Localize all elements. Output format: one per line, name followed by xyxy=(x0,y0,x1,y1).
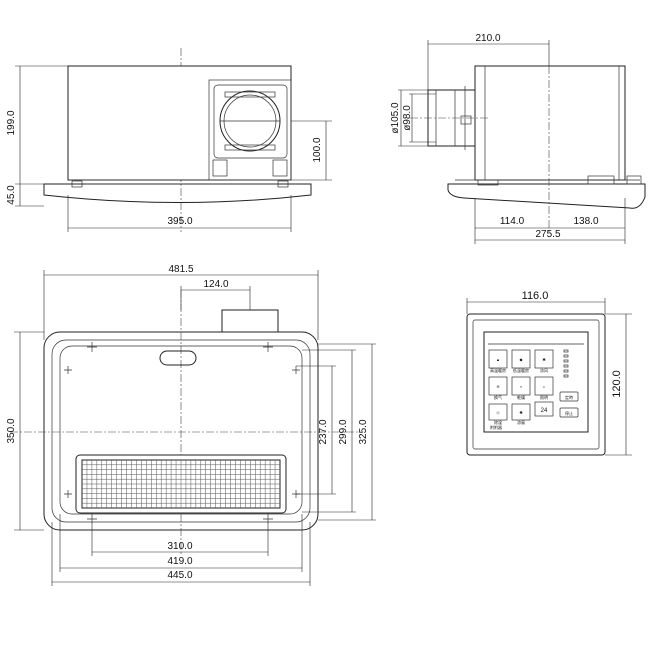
panel-button-4[interactable]: ≋ 换气 xyxy=(488,376,508,400)
stop-button[interactable]: 停止 xyxy=(559,407,579,418)
side-frame xyxy=(447,183,646,209)
control-panel-view: 116.0 120.0 ▲ 高温暖房 ◆ 低温暖房 ✱ 凉风 xyxy=(466,290,632,456)
dim-bottom-350: 350.0 xyxy=(6,418,17,443)
panel-button-4-label: 换气 xyxy=(494,394,502,400)
panel-button-8-label: 涼風 xyxy=(517,419,525,425)
panel-button-7-label: 除湿 xyxy=(494,419,502,425)
breeze-icon: ✺ xyxy=(519,410,523,415)
dim-side-210: 210.0 xyxy=(475,33,500,44)
panel-button-1-label: 高温暖房 xyxy=(490,367,506,373)
panel-button-2[interactable]: ◆ 低温暖房 xyxy=(511,349,531,373)
panel-button-5-label: 乾燥 xyxy=(517,394,525,400)
dim-bottom-325: 325.0 xyxy=(358,419,369,444)
light-icon: ☼ xyxy=(542,384,546,389)
panel-button-6-label: 照明 xyxy=(540,395,548,400)
timer-value: 24 xyxy=(541,408,548,414)
panel-button-8[interactable]: ✺ 涼風 xyxy=(511,403,531,425)
panel-buttons: ▲ 高温暖房 ◆ 低温暖房 ✱ 凉风 ≋ 换气 ≈ 乾燥 xyxy=(488,349,579,430)
dim-side-105: ø105.0 xyxy=(390,102,401,134)
timer-label: 定時 xyxy=(565,394,573,400)
dim-front-395: 395.0 xyxy=(167,216,192,227)
dim-bottom-237: 237.0 xyxy=(318,419,329,444)
side-view: 210.0 ø105.0 ø98.0 114.0 138.0 xyxy=(390,33,646,244)
timer-button[interactable]: 定時 xyxy=(559,391,579,402)
indicator-leds xyxy=(563,349,569,378)
dim-bottom-310: 310.0 xyxy=(167,541,192,552)
dry-icon: ≈ xyxy=(520,384,523,389)
panel-button-2-label: 低温暖房 xyxy=(513,367,529,373)
dim-side-98: ø98.0 xyxy=(402,105,413,131)
heat-high-icon: ▲ xyxy=(496,357,500,362)
stop-label: 停止 xyxy=(565,410,573,416)
dim-front-199: 199.0 xyxy=(6,110,17,135)
panel-outer xyxy=(466,313,606,456)
panel-button-6[interactable]: ☼ 照明 xyxy=(534,376,554,400)
dim-side-114: 114.0 xyxy=(500,216,525,227)
timer-display[interactable]: 24 xyxy=(534,401,554,417)
dim-front-100: 100.0 xyxy=(312,137,323,162)
dehumidify-icon: ◇ xyxy=(496,410,500,415)
brand-label: 附附器 xyxy=(490,424,502,430)
dim-bottom-445: 445.0 xyxy=(167,570,192,581)
dim-side-138: 138.0 xyxy=(573,216,598,227)
panel-button-3-label: 凉风 xyxy=(540,367,548,373)
front-frame xyxy=(43,183,312,203)
panel-button-3[interactable]: ✱ 凉风 xyxy=(534,349,554,373)
dim-panel-116: 116.0 xyxy=(522,290,549,302)
dim-bottom-124: 124.0 xyxy=(203,279,228,290)
panel-button-7[interactable]: ◇ 除湿 xyxy=(488,403,508,425)
panel-button-1[interactable]: ▲ 高温暖房 xyxy=(488,349,508,373)
dim-panel-120: 120.0 xyxy=(611,370,623,398)
bottom-view: 481.5 124.0 xyxy=(6,264,376,586)
heat-low-icon: ◆ xyxy=(519,357,523,362)
dim-side-275: 275.5 xyxy=(535,229,560,240)
dim-bottom-481: 481.5 xyxy=(168,264,193,275)
cool-air-icon: ✱ xyxy=(542,357,546,362)
dim-front-45: 45.0 xyxy=(6,185,17,205)
dim-bottom-299: 299.0 xyxy=(338,419,349,444)
panel-face xyxy=(483,331,589,433)
front-body xyxy=(67,65,292,181)
ventilation-icon: ≋ xyxy=(496,384,499,389)
front-view: 199.0 45.0 100.0 395.0 xyxy=(6,48,332,232)
panel-button-5[interactable]: ≈ 乾燥 xyxy=(511,376,531,400)
dim-bottom-419: 419.0 xyxy=(167,556,192,567)
side-body xyxy=(474,65,626,181)
bottom-handle xyxy=(159,350,197,366)
bottom-duct xyxy=(221,309,279,335)
